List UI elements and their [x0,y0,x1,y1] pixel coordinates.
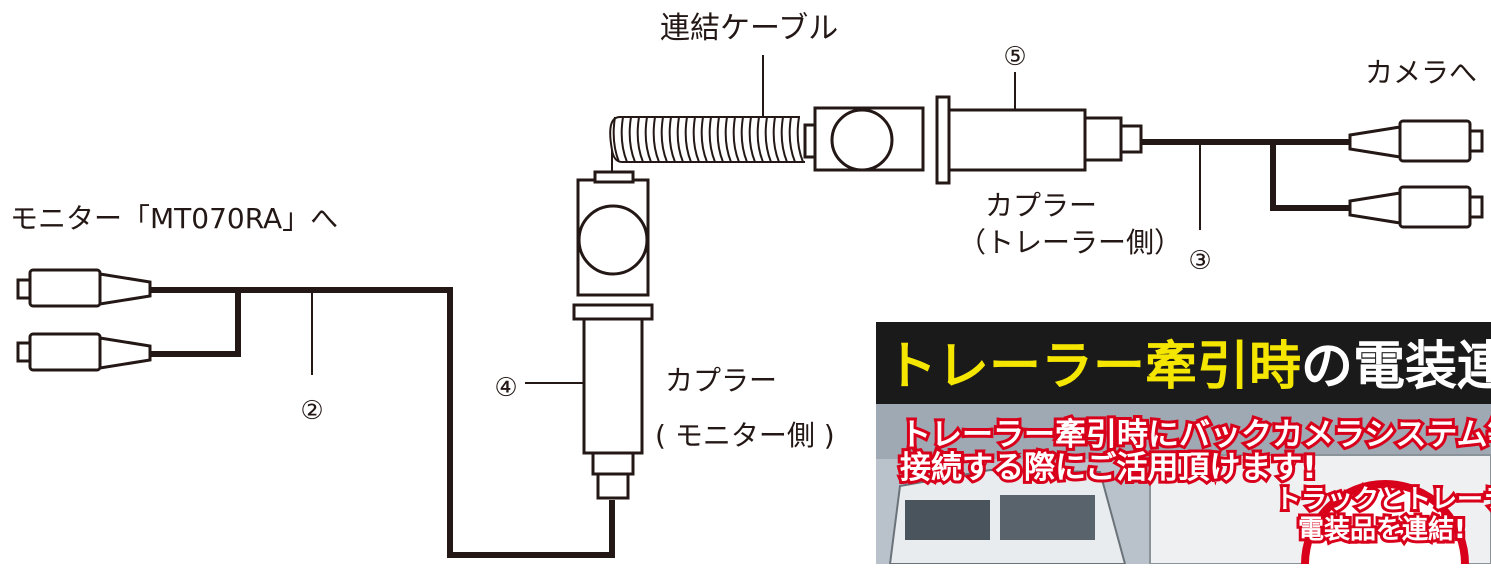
callout-number-5: ⑤ [1003,42,1026,72]
promo-title: トレーラー牽引時の電装連結に! [885,337,1491,397]
to-camera-label: カメラへ [1365,56,1477,89]
promo-title-bar [876,322,1491,404]
coil-cable-label: 連結ケーブル [660,11,838,46]
promo-panel: トレーラー牽引時の電装連結に! トレーラー牽引時にバックカメラシステム等を 接続… [876,322,1491,565]
coupler-monitor-label-1: カプラー [665,364,777,397]
monitor-plug-top [16,268,152,308]
coupler-trailer [803,95,1143,185]
coupler-monitor [572,170,654,500]
promo-badge-line-1: トラックとトレーラー間で [1275,485,1491,515]
camera-plug-bottom [1348,185,1484,229]
promo-title-highlight: トレーラー牽引時 [885,337,1301,397]
coupler-trailer-label-2: （トレーラー側） [958,226,1182,259]
callout-number-2: ② [300,396,323,426]
callout-number-3: ③ [1188,246,1211,276]
callout-number-4: ④ [494,373,517,403]
coupler-monitor-label-2: ( モニター側 ) [655,419,835,452]
to-monitor-label: モニター「MT070RA」へ [10,202,338,235]
badge-circle [1301,480,1469,565]
coupler-trailer-label-1: カプラー [985,189,1097,222]
cable-3 [1141,139,1350,211]
promo-title-rest: の電装連結に! [1301,337,1491,397]
promo-badge-line-2: 電装品を連結! [1298,514,1466,545]
monitor-plug-bottom [16,332,152,372]
promo-line-1: トレーラー牽引時にバックカメラシステム等を [900,417,1491,453]
camera-plug-top [1348,119,1484,163]
coil-cable [609,116,805,172]
cable-2 [150,287,615,558]
promo-line-2: 接続する際にご活用頂けます! [900,450,1317,486]
